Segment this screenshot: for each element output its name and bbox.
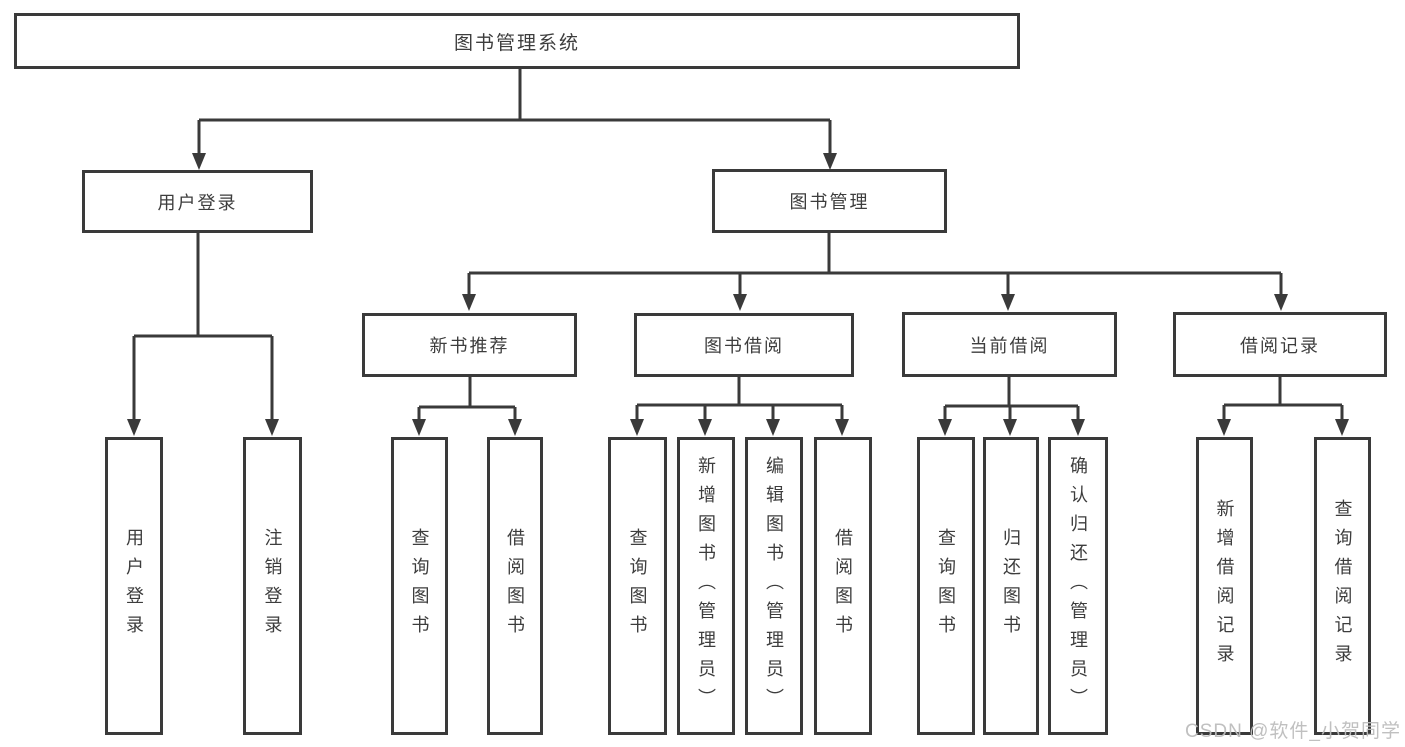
node-book-borrowing: 图书借阅 <box>634 313 854 377</box>
leaf-borrowing-query-books: 查询图书 <box>608 437 667 735</box>
leaf-add-book-admin-label: 新增图书（管理员） <box>696 455 716 717</box>
csdn-watermark: CSDN @软件_小贺同学 <box>1185 721 1401 742</box>
leaf-confirm-return-admin-label: 确认归还（管理员） <box>1068 455 1088 717</box>
leaf-user-login: 用户登录 <box>105 437 163 735</box>
node-root-system-label: 图书管理系统 <box>453 32 580 54</box>
leaf-add-borrow-record-label: 新增借阅记录 <box>1214 499 1235 673</box>
leaf-return-book: 归还图书 <box>983 437 1039 735</box>
leaf-query-borrow-record: 查询借阅记录 <box>1314 437 1371 735</box>
leaf-edit-book-admin-label: 编辑图书（管理员） <box>764 455 784 717</box>
leaf-query-borrow-record-label: 查询借阅记录 <box>1332 499 1353 673</box>
arrowheads <box>127 153 1349 436</box>
leaf-current-query-books-label: 查询图书 <box>936 528 956 644</box>
leaf-return-book-label: 归还图书 <box>1001 528 1021 644</box>
node-current-borrowing-label: 当前借阅 <box>969 335 1050 356</box>
leaf-borrow-book-label: 借阅图书 <box>833 528 853 644</box>
node-new-book-recommend: 新书推荐 <box>362 313 577 377</box>
leaf-edit-book-admin: 编辑图书（管理员） <box>745 437 803 735</box>
node-book-management-branch-label: 图书管理 <box>789 192 870 212</box>
leaf-confirm-return-admin: 确认归还（管理员） <box>1048 437 1108 735</box>
leaf-add-book-admin: 新增图书（管理员） <box>677 437 735 735</box>
leaf-borrowing-query-books-label: 查询图书 <box>627 528 648 644</box>
node-user-login-branch: 用户登录 <box>82 170 313 233</box>
node-book-borrowing-label: 图书借阅 <box>704 336 784 356</box>
node-root-system: 图书管理系统 <box>14 13 1020 69</box>
node-new-book-recommend-label: 新书推荐 <box>429 336 510 356</box>
leaf-user-login-label: 用户登录 <box>124 528 144 644</box>
connector-lines <box>132 69 1344 420</box>
leaf-current-query-books: 查询图书 <box>917 437 975 735</box>
leaf-recommend-query-books-label: 查询图书 <box>409 528 430 644</box>
node-book-management-branch: 图书管理 <box>712 169 947 233</box>
node-borrowing-records-label: 借阅记录 <box>1240 335 1320 356</box>
node-current-borrowing: 当前借阅 <box>902 312 1117 377</box>
leaf-add-borrow-record: 新增借阅记录 <box>1196 437 1253 735</box>
leaf-recommend-query-books: 查询图书 <box>391 437 448 735</box>
leaf-recommend-borrow-books-label: 借阅图书 <box>505 528 525 644</box>
leaf-logout-label: 注销登录 <box>262 528 283 644</box>
leaf-logout: 注销登录 <box>243 437 302 735</box>
node-borrowing-records: 借阅记录 <box>1173 312 1387 377</box>
node-user-login-branch-label: 用户登录 <box>157 192 238 213</box>
leaf-borrow-book: 借阅图书 <box>814 437 872 735</box>
leaf-recommend-borrow-books: 借阅图书 <box>487 437 543 735</box>
